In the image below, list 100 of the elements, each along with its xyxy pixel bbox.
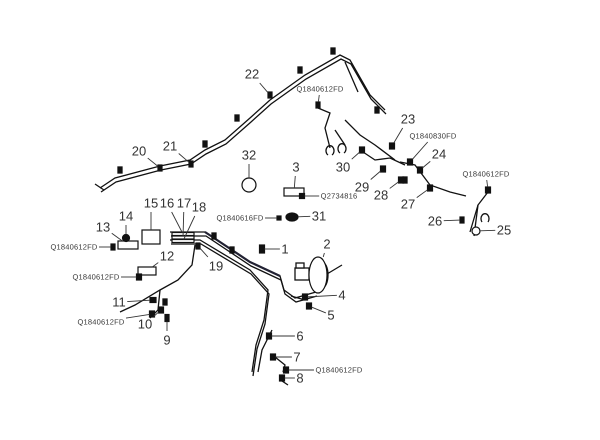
callout-number: 6	[296, 328, 304, 344]
leader-line	[153, 312, 159, 317]
clip-part	[158, 306, 164, 314]
leader-line	[311, 306, 326, 314]
bracket-part	[283, 187, 305, 197]
clip-part	[110, 243, 116, 251]
clip-part	[484, 186, 492, 194]
callout-number: 14	[118, 208, 134, 224]
leader-line	[248, 164, 250, 178]
callout-number: 8	[296, 370, 304, 386]
leader-line	[126, 300, 150, 302]
clip-part	[380, 165, 386, 173]
callout-number: 3	[292, 160, 300, 174]
clip-part	[426, 184, 434, 192]
callout-number: 18	[192, 200, 206, 214]
clip-part	[388, 142, 396, 150]
leader-line	[147, 158, 158, 167]
clip-part	[266, 332, 272, 340]
leader-line	[322, 252, 325, 258]
leader-line	[264, 248, 280, 250]
clip-part	[306, 302, 312, 310]
callout-number: 13	[96, 220, 110, 234]
callout-number: 7	[293, 350, 301, 364]
callout-number: 19	[208, 258, 224, 274]
leader-line	[178, 153, 190, 163]
leader-line	[171, 212, 183, 233]
clip-part	[164, 314, 170, 322]
clip-part	[188, 160, 194, 168]
callout-number: 5	[327, 308, 335, 322]
valve-part	[241, 177, 257, 193]
leader-line	[412, 142, 428, 160]
callout-number: 31	[312, 208, 326, 224]
callout-number: 15	[144, 196, 158, 210]
leader-line	[182, 212, 184, 236]
callout-number: 26	[428, 214, 442, 228]
grommet-part	[285, 212, 299, 222]
grommet-part	[122, 234, 130, 242]
callout-number: 28	[374, 188, 388, 202]
leader-line	[389, 181, 399, 189]
callout-number: 25	[496, 222, 512, 238]
clip-part	[416, 166, 424, 174]
leader-line	[183, 216, 196, 240]
leader-line	[486, 180, 488, 188]
leader-line	[370, 170, 381, 180]
brake-booster-part	[308, 256, 328, 294]
callout-number: 10	[138, 316, 152, 332]
leader-line	[275, 356, 292, 358]
leader-line	[307, 294, 338, 298]
clip-part	[278, 374, 286, 382]
hose-clip-part	[471, 226, 481, 236]
leader-line	[298, 216, 311, 218]
leader-line	[150, 212, 152, 230]
leader-line	[294, 176, 296, 188]
callout-number: 16	[160, 196, 174, 210]
clip-part	[136, 273, 142, 281]
clip-part	[149, 296, 157, 304]
clip-part	[459, 216, 465, 224]
bracket-part	[141, 229, 161, 245]
leader-line	[259, 82, 268, 94]
clip-part	[270, 353, 276, 361]
leader-line	[480, 230, 496, 232]
leader-line	[393, 128, 404, 144]
bolt-part	[298, 192, 306, 200]
clip-part	[148, 310, 156, 318]
clip-part	[258, 244, 266, 254]
clip-part	[195, 242, 201, 250]
callout-number: 20	[132, 144, 146, 158]
leader-line	[98, 246, 112, 248]
leader-line	[126, 314, 150, 319]
leader-line	[443, 220, 460, 222]
clip-part	[315, 101, 321, 109]
callout-number: 11	[112, 294, 126, 310]
bracket-part	[137, 266, 157, 276]
callout-number: 23	[400, 112, 416, 126]
leader-line	[200, 248, 208, 258]
clip-part	[358, 146, 366, 154]
leader-line	[166, 321, 168, 332]
leader-line	[318, 94, 320, 102]
callout-number: 1	[281, 242, 289, 256]
brake-pipe-part	[171, 238, 195, 244]
leader-line	[120, 276, 137, 278]
clip-part	[267, 91, 273, 99]
clip-part	[398, 176, 404, 184]
clip-part	[406, 158, 414, 166]
bolt-part	[276, 215, 282, 221]
callout-number: 29	[354, 180, 370, 194]
callout-number: 22	[244, 66, 260, 82]
callout-number: 27	[400, 196, 416, 212]
callout-number: 30	[336, 160, 350, 174]
clip-part	[302, 293, 308, 301]
callout-number: 4	[338, 288, 346, 302]
callout-number: 12	[160, 248, 174, 264]
callout-number: 21	[162, 138, 178, 154]
callout-number: 9	[163, 332, 171, 348]
clip-part	[282, 366, 290, 374]
bracket-part	[117, 240, 139, 250]
clip-part	[157, 164, 163, 172]
callout-number: 24	[432, 146, 446, 162]
leader-line	[152, 262, 159, 268]
leader-line	[351, 152, 360, 160]
